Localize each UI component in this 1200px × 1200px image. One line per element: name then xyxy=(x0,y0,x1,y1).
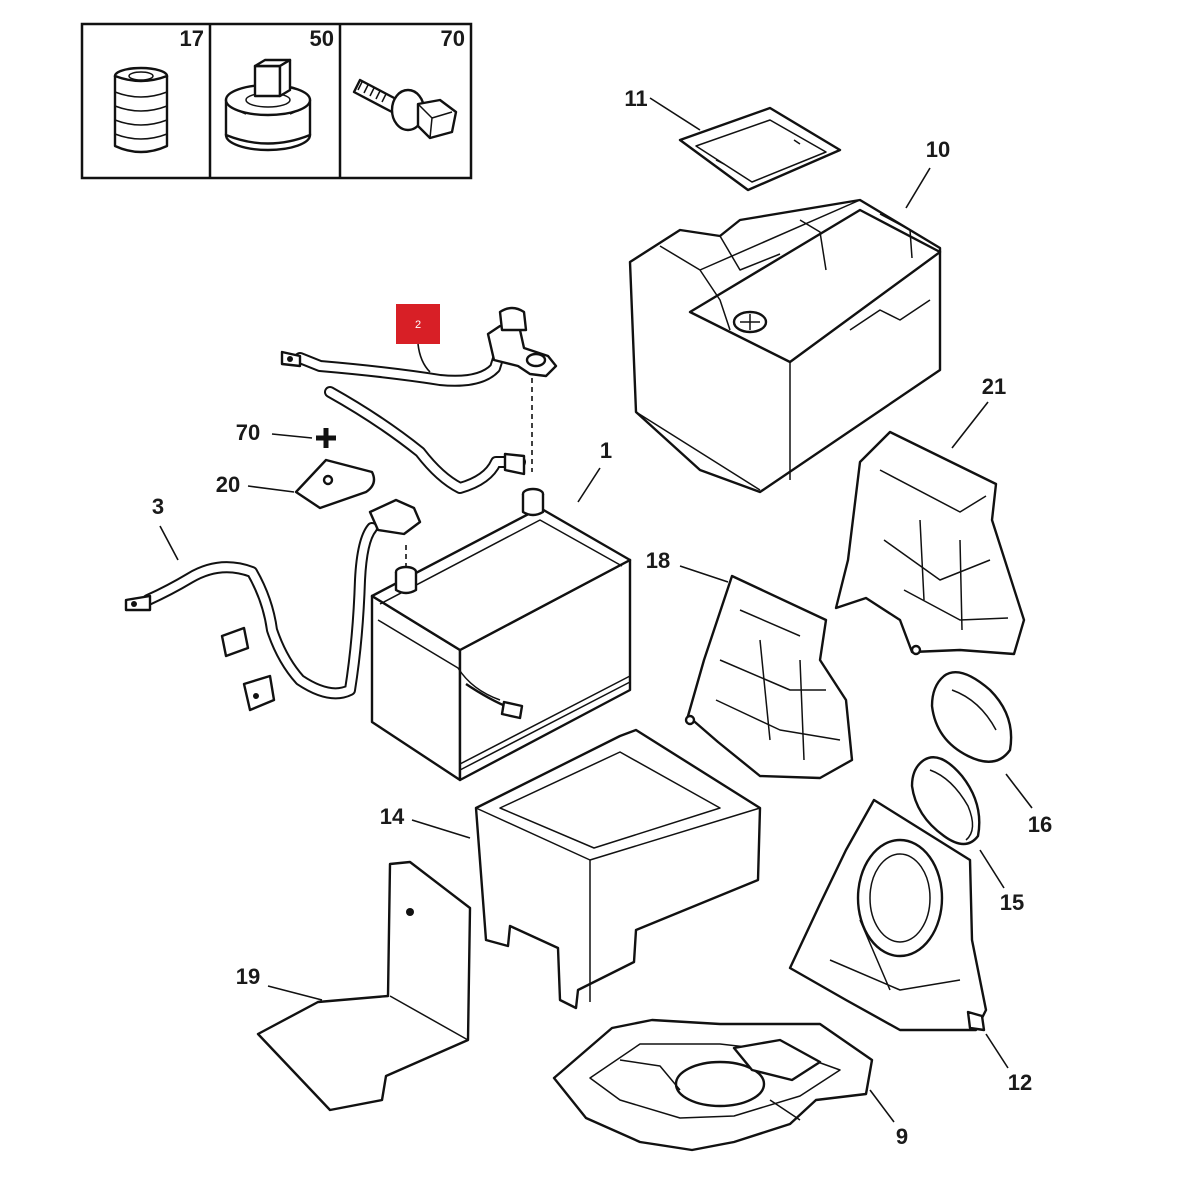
callout-1: 1 xyxy=(600,438,612,463)
leader-14 xyxy=(411,819,471,839)
callout-10: 10 xyxy=(926,137,950,162)
highlight-callout-2: 2 xyxy=(396,304,440,373)
leader-18 xyxy=(679,565,729,583)
part-19-shield xyxy=(256,860,472,1112)
callouts: 11 10 1 21 70 20 3 18 16 15 14 19 12 9 xyxy=(152,86,1052,1149)
terminal-clamp-icon xyxy=(224,58,312,152)
part-3-negative-cable xyxy=(124,498,524,720)
leader-3 xyxy=(159,525,179,561)
callout-15: 15 xyxy=(1000,890,1024,915)
part-21-bracket xyxy=(834,430,1026,656)
highlight-box xyxy=(396,304,440,344)
callout-21: 21 xyxy=(982,374,1006,399)
part-16-grommet xyxy=(930,671,1013,763)
part-70-bolt xyxy=(316,428,336,448)
callout-70: 70 xyxy=(236,420,260,445)
part-18-bracket xyxy=(684,574,854,780)
callout-3: 3 xyxy=(152,494,164,519)
callout-16: 16 xyxy=(1028,812,1052,837)
callout-12: 12 xyxy=(1008,1070,1032,1095)
leader-2 xyxy=(417,343,431,373)
inset-label-50: 50 xyxy=(310,26,334,51)
highlight-label: 2 xyxy=(415,319,421,331)
leader-10 xyxy=(905,167,931,209)
leader-20 xyxy=(247,485,295,493)
callout-9: 9 xyxy=(896,1124,908,1149)
part-1-battery xyxy=(370,487,632,782)
part-20-gasket xyxy=(294,458,376,510)
callout-20: 20 xyxy=(216,472,240,497)
part-11-cover-plate xyxy=(678,106,842,192)
inset-label-17: 17 xyxy=(180,26,204,51)
leader-21 xyxy=(951,401,989,449)
bolt-icon xyxy=(352,78,458,140)
part-15-gasket-ring xyxy=(910,756,981,846)
leader-9 xyxy=(869,1089,895,1123)
part-2-positive-cable xyxy=(280,306,558,494)
inset-key-table: 17 50 70 xyxy=(80,22,473,180)
part-12-bracket xyxy=(788,798,988,1032)
leader-16 xyxy=(1005,773,1033,809)
leader-70 xyxy=(271,433,313,439)
leader-19 xyxy=(267,985,323,1001)
part-10-battery-box xyxy=(628,198,942,494)
leader-1 xyxy=(577,467,601,503)
bump-stop-icon xyxy=(113,66,169,154)
part-14-battery-tray xyxy=(474,728,762,1010)
callout-14: 14 xyxy=(380,804,405,829)
callout-11: 11 xyxy=(624,86,647,111)
part-9-base-plate xyxy=(552,1018,874,1152)
leader-12 xyxy=(985,1033,1009,1069)
callout-18: 18 xyxy=(646,548,670,573)
inset-label-70: 70 xyxy=(441,26,465,51)
leader-11 xyxy=(649,97,701,131)
callout-19: 19 xyxy=(236,964,260,989)
leader-15 xyxy=(979,849,1005,889)
